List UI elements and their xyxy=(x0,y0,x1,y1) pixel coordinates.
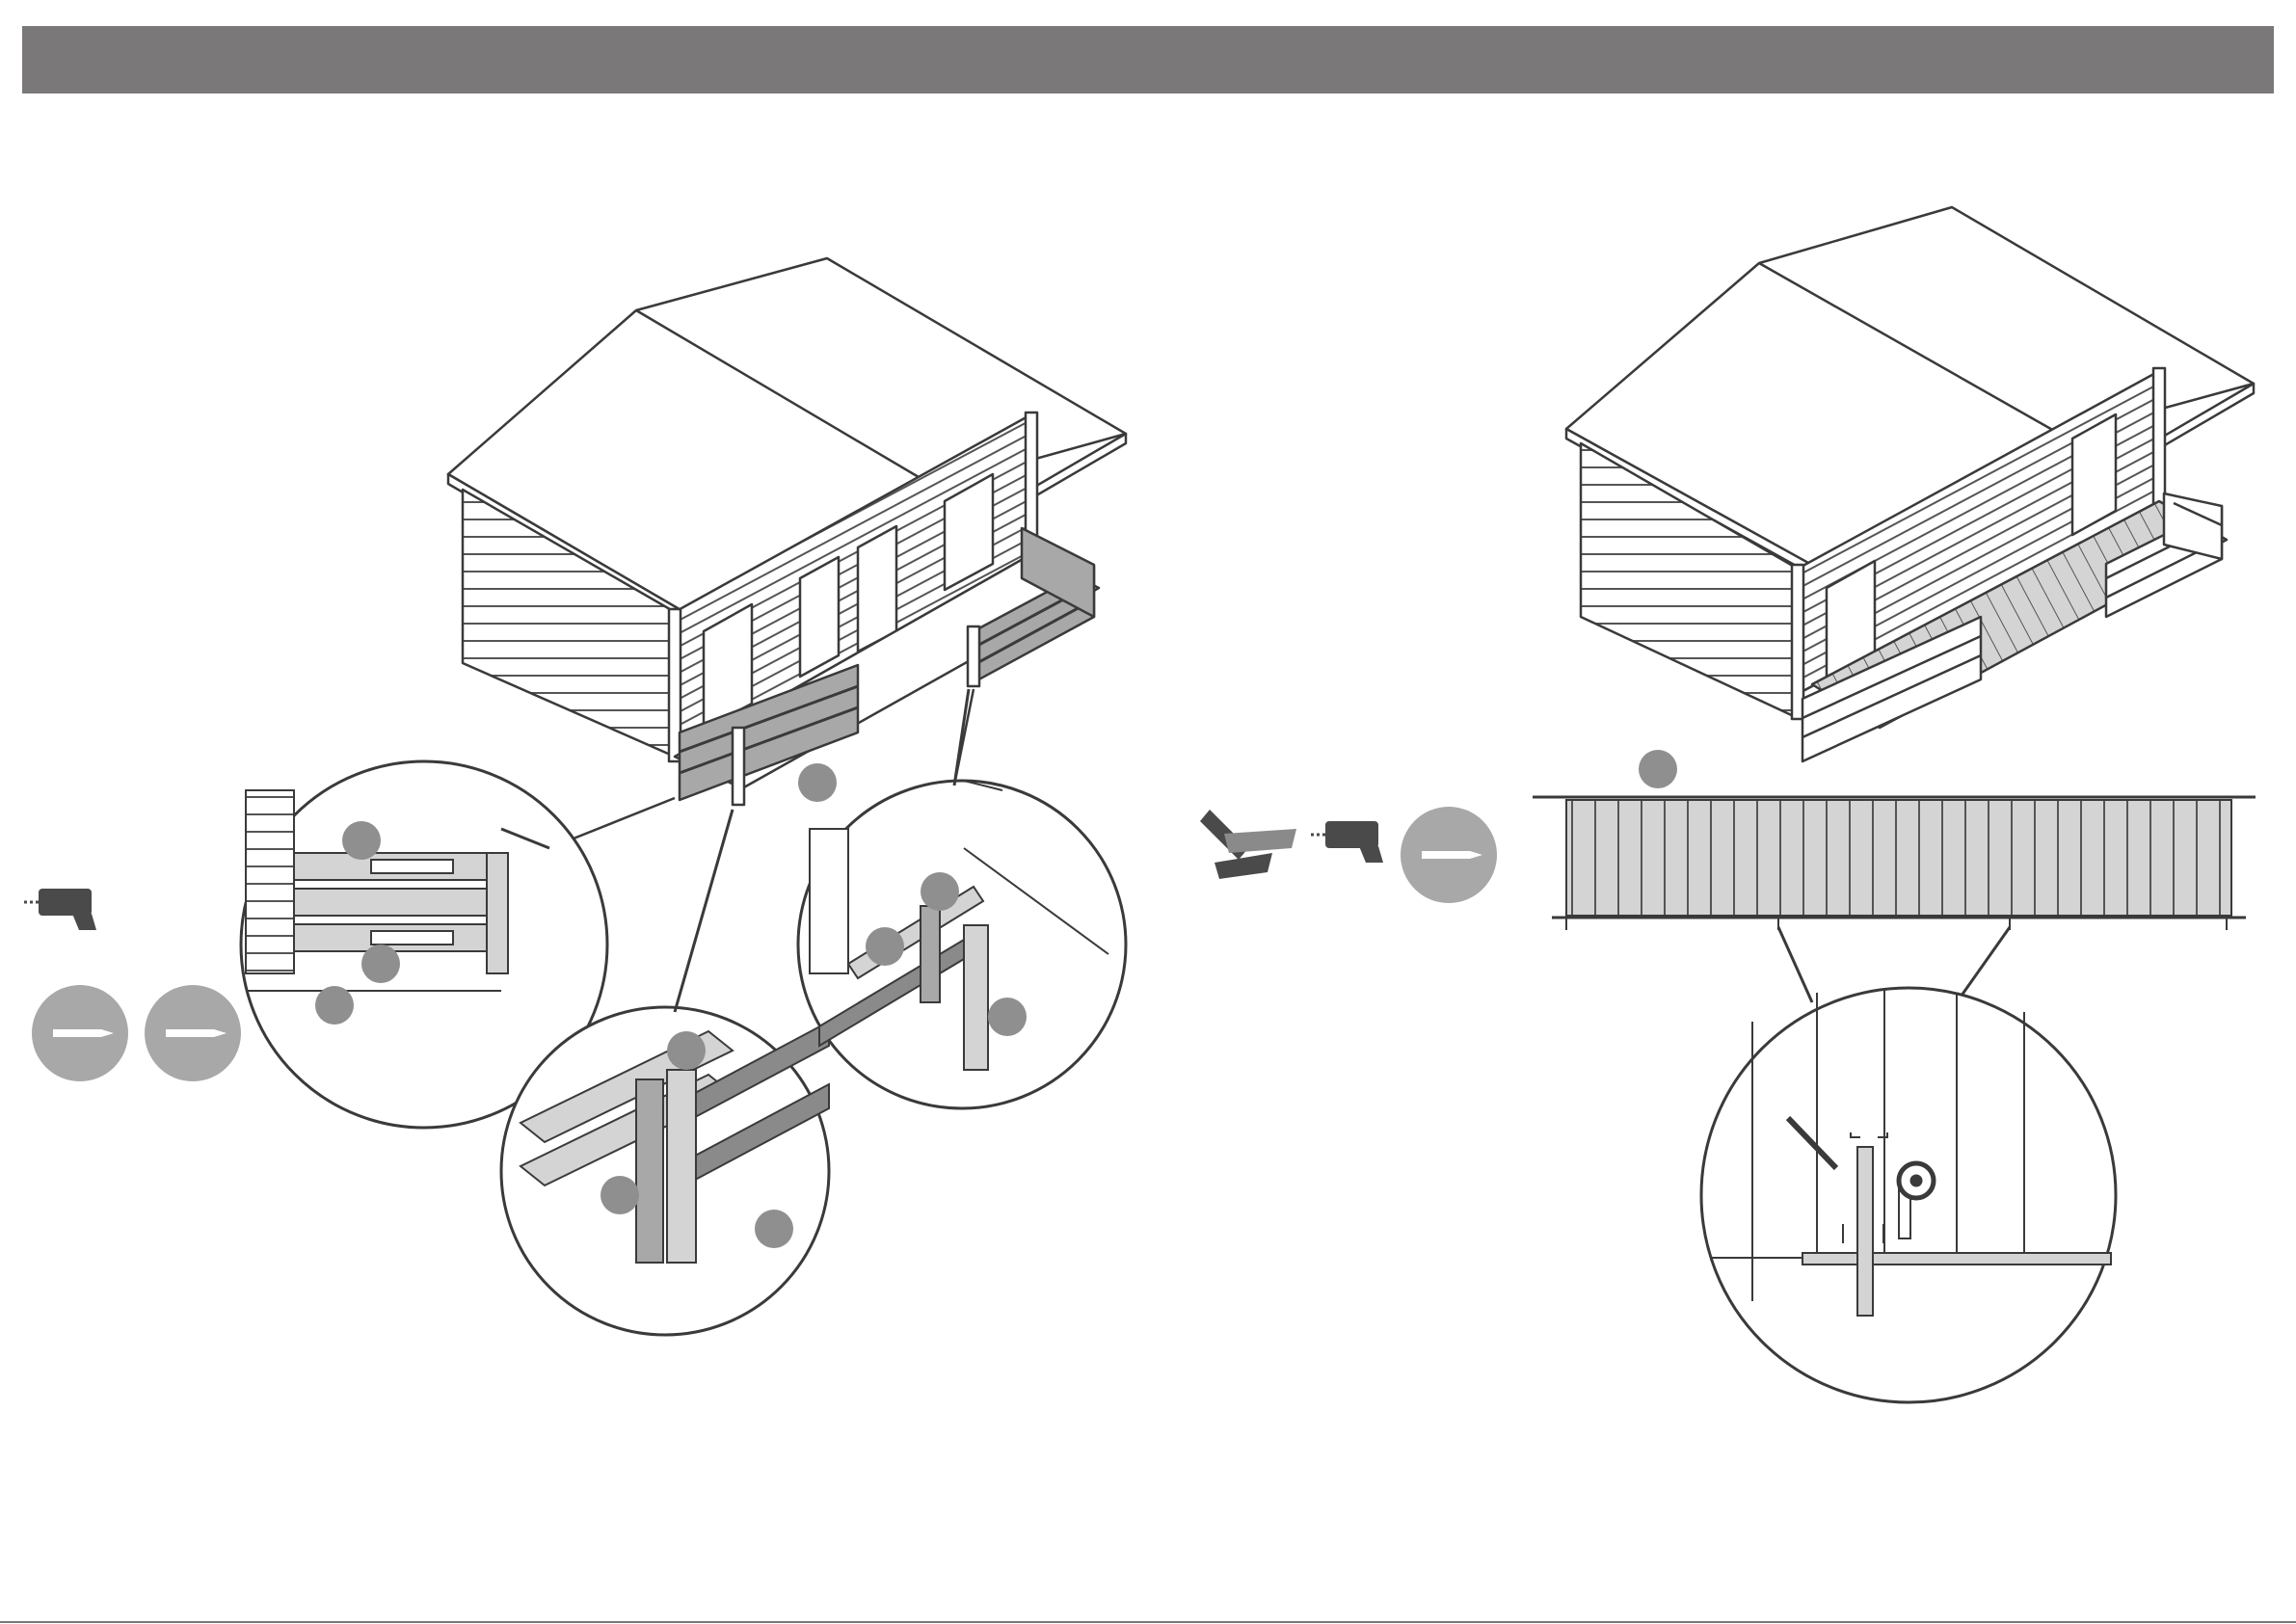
part-marker xyxy=(315,986,354,1025)
screw-icon xyxy=(32,985,128,1081)
part-marker xyxy=(361,945,400,983)
part-marker xyxy=(755,1210,793,1248)
part-marker xyxy=(921,872,959,911)
part-marker xyxy=(988,998,1027,1036)
screw-icon xyxy=(1401,807,1497,903)
drill-icon xyxy=(24,889,96,930)
saw-icon xyxy=(1200,810,1296,879)
window xyxy=(800,557,839,677)
drill-icon xyxy=(1311,821,1383,863)
detail-circle-4 xyxy=(1701,988,2116,1402)
cabin-right xyxy=(1566,207,2254,761)
part-marker xyxy=(1639,750,1677,788)
part-marker xyxy=(798,763,837,802)
screw-icon xyxy=(145,985,241,1081)
part-marker xyxy=(667,1031,706,1070)
bottom-rule xyxy=(0,1621,2296,1623)
part-marker xyxy=(601,1176,639,1214)
decking-elevation xyxy=(1533,797,2256,1002)
part-marker xyxy=(866,927,904,966)
part-marker xyxy=(342,821,381,860)
